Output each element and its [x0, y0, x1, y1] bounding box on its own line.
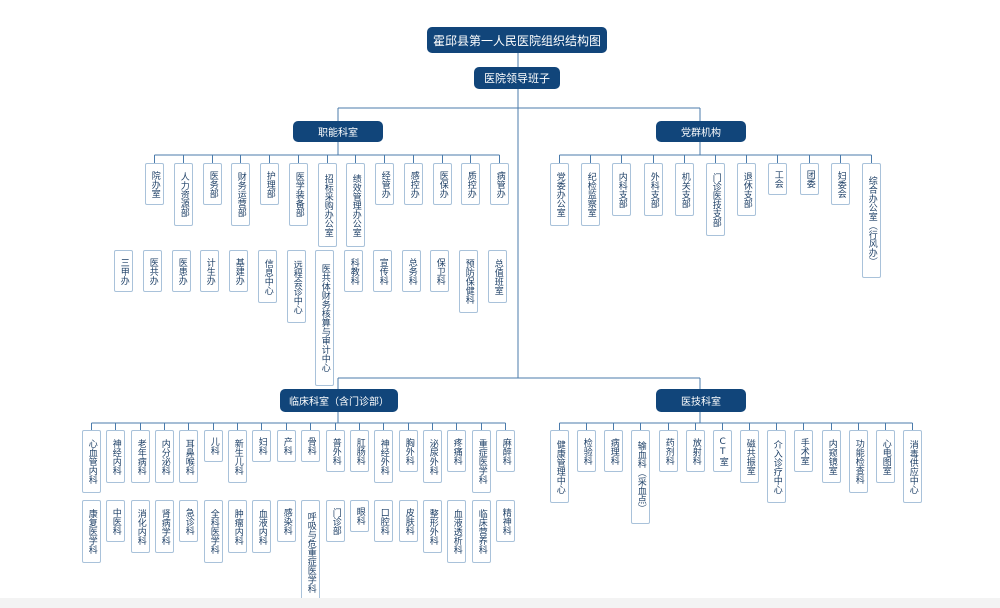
department-node: 麻醉科 — [496, 430, 515, 472]
department-node: 党委办公室 — [550, 163, 569, 226]
department-node: 纪检监察室 — [581, 163, 600, 226]
department-node: 医学装备部 — [289, 163, 308, 226]
department-node: 整形外科 — [423, 500, 442, 553]
department-node: 妇委会 — [831, 163, 850, 205]
department-node: 心血管内科 — [82, 430, 101, 493]
department-node: 心电图室 — [876, 430, 895, 483]
group-medical-technology: 医技科室 — [656, 389, 746, 412]
department-node: 门诊部 — [326, 500, 345, 542]
department-node: 预防保健科 — [459, 250, 478, 313]
department-node: 外科支部 — [644, 163, 663, 216]
department-node: 疼痛科 — [447, 430, 466, 472]
department-node: 皮肤科 — [399, 500, 418, 542]
department-node: 人力资源部 — [174, 163, 193, 226]
department-node: 耳鼻喉科 — [179, 430, 198, 483]
department-node: 重症医学科 — [472, 430, 491, 493]
department-node: 眼科 — [350, 500, 369, 532]
department-node: 三甲办 — [114, 250, 133, 292]
department-node: 健康管理中心 — [550, 430, 569, 503]
department-node: 老年病科 — [131, 430, 150, 483]
department-node: 基建办 — [229, 250, 248, 292]
department-node: 计生办 — [200, 250, 219, 292]
department-node: CT室 — [713, 430, 732, 472]
department-node: 护理部 — [260, 163, 279, 205]
department-node: 骨科 — [301, 430, 320, 462]
department-node: 医务部 — [203, 163, 222, 205]
department-node: 病管办 — [490, 163, 509, 205]
department-node: 输血科（采血点） — [631, 430, 650, 524]
department-node: 经管办 — [375, 163, 394, 205]
department-node: 绩效管理办公室 — [346, 163, 365, 247]
leadership-node: 医院领导班子 — [474, 67, 560, 89]
group-clinical-departments: 临床科室（含门诊部） — [280, 389, 398, 412]
department-node: 血液内科 — [252, 500, 271, 553]
department-node: 临床营养科 — [472, 500, 491, 563]
department-node: 医共办 — [143, 250, 162, 292]
department-node: 手术室 — [794, 430, 813, 472]
department-node: 总值班室 — [488, 250, 507, 303]
department-node: 消化内科 — [131, 500, 150, 553]
group-party-organizations: 党群机构 — [656, 121, 746, 142]
department-node: 妇科 — [252, 430, 271, 462]
department-node: 肾病学科 — [155, 500, 174, 553]
department-node: 检验科 — [577, 430, 596, 472]
group-functional-departments: 职能科室 — [293, 121, 383, 142]
department-node: 急诊科 — [179, 500, 198, 542]
department-node: 医保办 — [433, 163, 452, 205]
department-node: 总务科 — [402, 250, 421, 292]
department-node: 内窥镜室 — [822, 430, 841, 483]
department-node: 儿科 — [204, 430, 223, 462]
department-node: 质控办 — [461, 163, 480, 205]
department-node: 病理科 — [604, 430, 623, 472]
department-node: 神经外科 — [374, 430, 393, 483]
department-node: 呼吸与危重症医学科 — [301, 500, 320, 605]
department-node: 医患办 — [172, 250, 191, 292]
department-node: 机关支部 — [675, 163, 694, 216]
department-node: 消毒供应中心 — [903, 430, 922, 503]
department-node: 内科支部 — [612, 163, 631, 216]
department-node: 精神科 — [496, 500, 515, 542]
department-node: 退休支部 — [737, 163, 756, 216]
department-node: 团委 — [800, 163, 819, 195]
department-node: 磁共振室 — [740, 430, 759, 483]
department-node: 血液透析科 — [447, 500, 466, 563]
department-node: 胸外科 — [399, 430, 418, 472]
department-node: 远程会诊中心 — [287, 250, 306, 323]
department-node: 科教科 — [344, 250, 363, 292]
department-node: 神经内科 — [106, 430, 125, 483]
department-node: 放射科 — [686, 430, 705, 472]
department-node: 泌尿外科 — [423, 430, 442, 483]
department-node: 肛肠科 — [350, 430, 369, 472]
department-node: 综合办公室（行风办） — [862, 163, 881, 278]
department-node: 口腔科 — [374, 500, 393, 542]
department-node: 宣传科 — [373, 250, 392, 292]
department-node: 保卫科 — [430, 250, 449, 292]
department-node: 感染科 — [277, 500, 296, 542]
department-node: 医共体财务核算与审计中心 — [315, 250, 334, 386]
department-node: 内分泌科 — [155, 430, 174, 483]
department-node: 财务运营部 — [231, 163, 250, 226]
department-node: 功能检查科 — [849, 430, 868, 493]
department-node: 院办室 — [145, 163, 164, 205]
department-node: 普外科 — [326, 430, 345, 472]
department-node: 药剂科 — [659, 430, 678, 472]
department-node: 全科医学科 — [204, 500, 223, 563]
department-node: 感控办 — [404, 163, 423, 205]
department-node: 介入诊疗中心 — [767, 430, 786, 503]
department-node: 招标采购办公室 — [318, 163, 337, 247]
department-node: 肿瘤内科 — [228, 500, 247, 553]
department-node: 中医科 — [106, 500, 125, 542]
department-node: 产科 — [277, 430, 296, 462]
department-node: 门诊医技支部 — [706, 163, 725, 236]
chart-title: 霍邱县第一人民医院组织结构图 — [427, 27, 607, 53]
department-node: 康复医学科 — [82, 500, 101, 563]
department-node: 新生儿科 — [228, 430, 247, 483]
department-node: 信息中心 — [258, 250, 277, 303]
department-node: 工会 — [768, 163, 787, 195]
page-bottom-strip — [0, 598, 1000, 608]
